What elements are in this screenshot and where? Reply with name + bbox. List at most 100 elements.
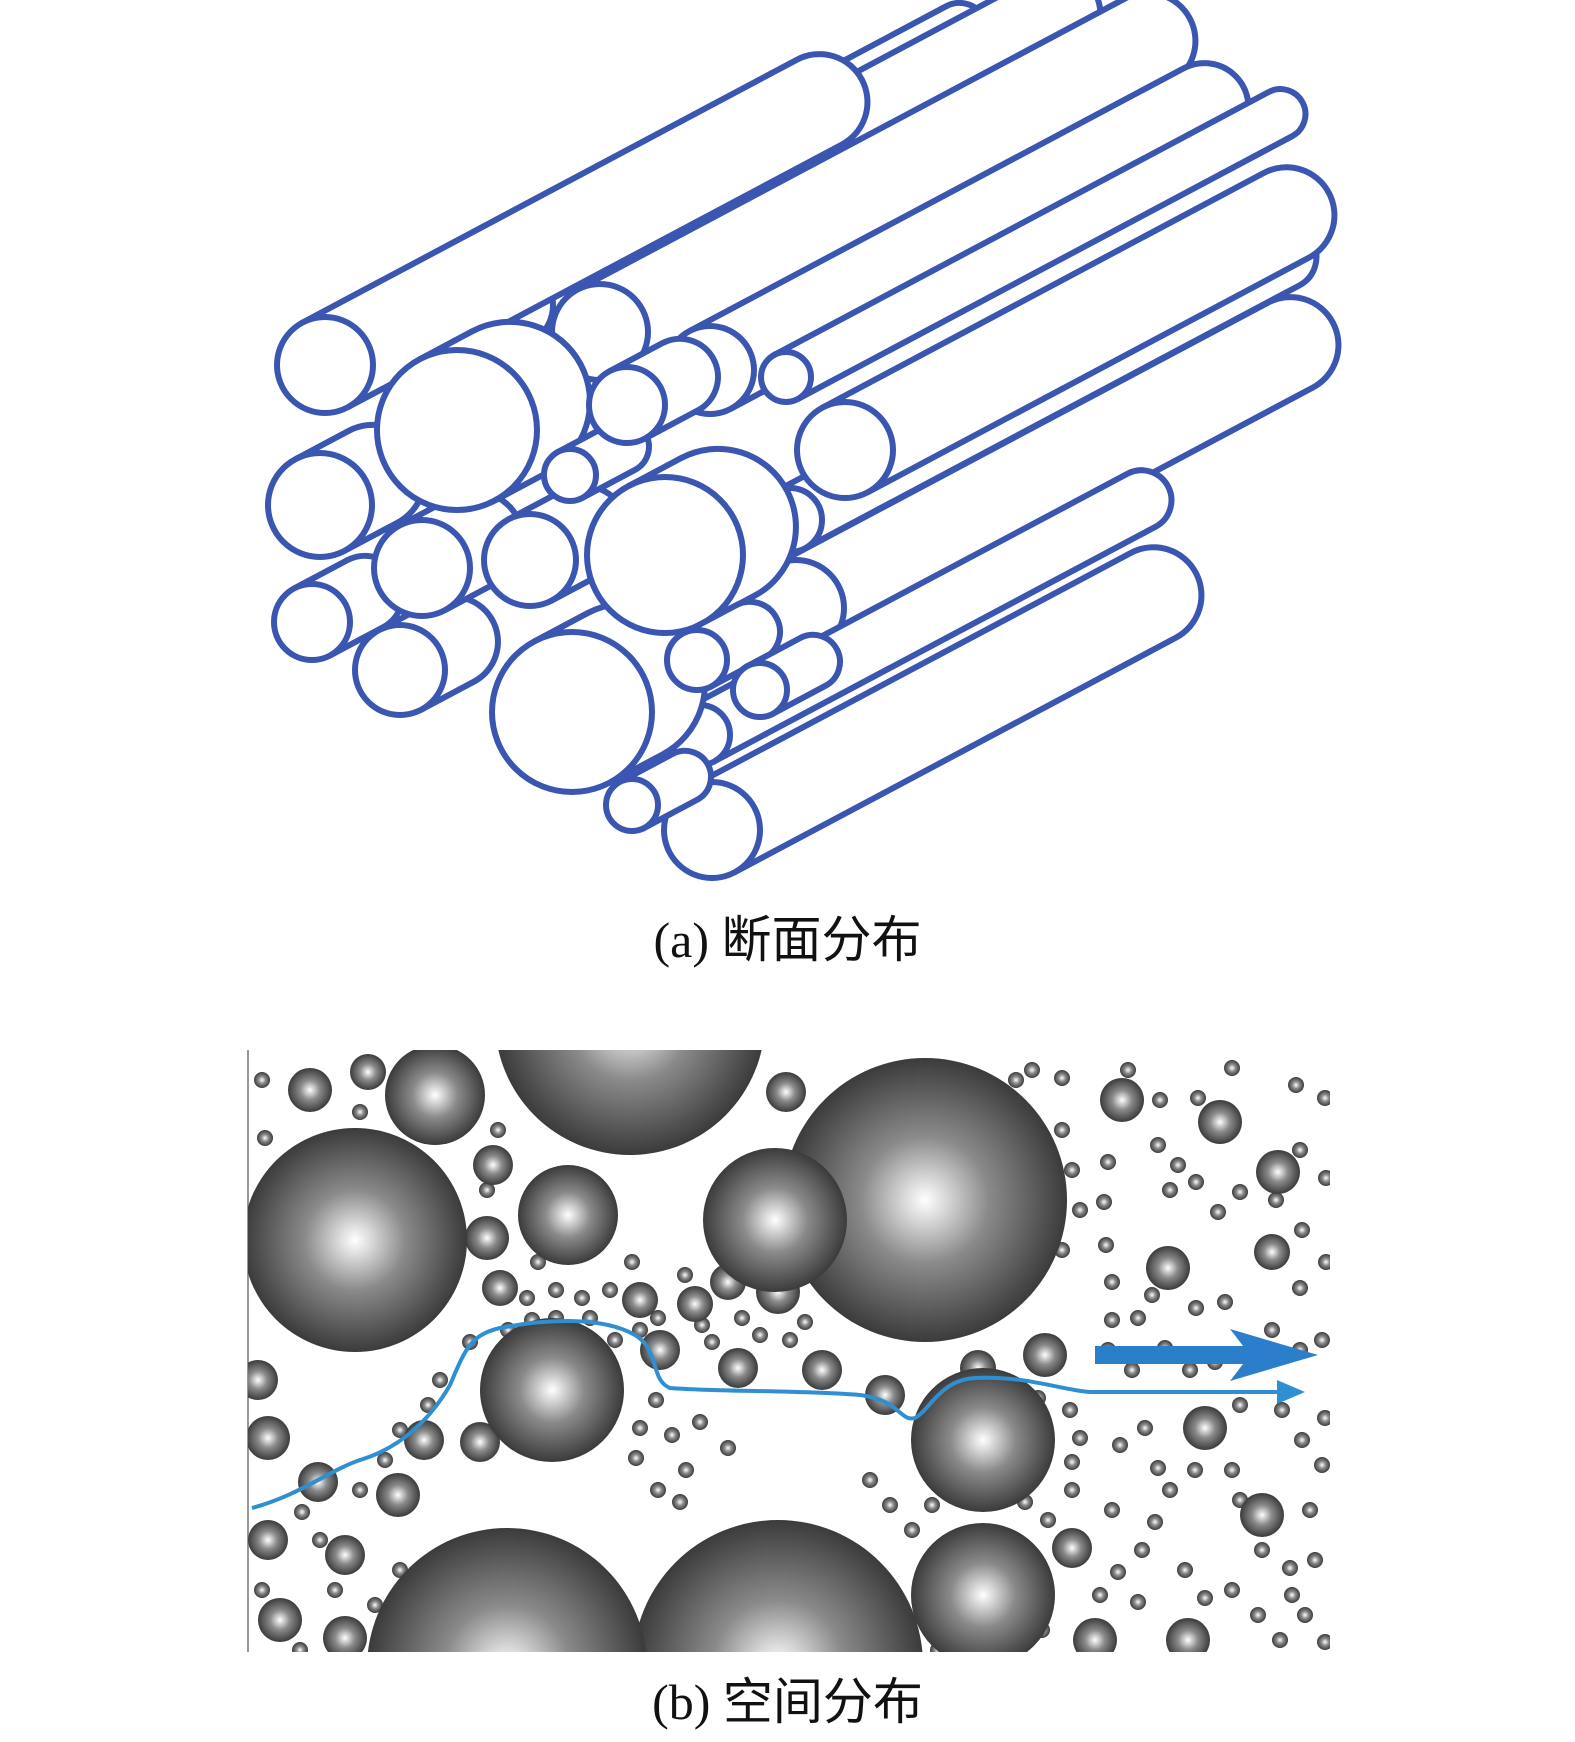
small-sphere <box>1166 1618 1210 1652</box>
tiny-sphere <box>650 1310 666 1326</box>
tiny-sphere <box>1264 1322 1280 1338</box>
small-sphere <box>677 1286 713 1322</box>
small-sphere <box>1240 1493 1284 1537</box>
tiny-sphere <box>602 1282 618 1298</box>
tiny-sphere <box>734 1310 750 1326</box>
tiny-sphere <box>294 1504 310 1520</box>
tiny-sphere <box>1054 1070 1070 1086</box>
small-sphere <box>1052 1528 1092 1568</box>
tiny-sphere <box>1170 1157 1186 1173</box>
tiny-sphere <box>692 1414 708 1430</box>
rod <box>586 335 721 446</box>
tiny-sphere <box>1210 1204 1226 1220</box>
tiny-sphere <box>1274 1402 1290 1418</box>
tiny-sphere <box>1187 1462 1203 1478</box>
tiny-sphere <box>432 1372 448 1388</box>
tiny-sphere <box>1232 1184 1248 1200</box>
small-sphere <box>248 1520 288 1560</box>
tiny-sphere <box>1150 1137 1166 1153</box>
tiny-sphere <box>797 1314 813 1330</box>
tiny-sphere <box>377 1452 393 1468</box>
flow-direction-arrow <box>1095 1329 1318 1381</box>
tiny-sphere <box>1130 1594 1146 1610</box>
small-sphere <box>350 1054 386 1090</box>
tiny-sphere <box>1162 1182 1178 1198</box>
tiny-sphere <box>1062 1402 1078 1418</box>
caption-b: (b) 空间分布 <box>652 1674 923 1730</box>
tiny-sphere <box>292 1642 308 1652</box>
tiny-sphere <box>1024 1062 1040 1078</box>
small-sphere <box>376 1473 420 1517</box>
large-sphere <box>480 1318 624 1462</box>
tiny-sphere <box>1317 1410 1330 1426</box>
tiny-sphere <box>650 1482 666 1498</box>
small-sphere <box>323 1616 367 1652</box>
tiny-sphere <box>312 1532 328 1548</box>
tiny-sphere <box>1134 1542 1150 1558</box>
tiny-sphere <box>1268 1192 1284 1208</box>
tiny-sphere <box>1292 1142 1308 1158</box>
tiny-sphere <box>704 1334 720 1350</box>
tiny-sphere <box>1100 1154 1116 1170</box>
tiny-sphere <box>1072 1430 1088 1446</box>
large-sphere <box>248 1128 467 1352</box>
small-sphere <box>248 1416 290 1460</box>
tiny-sphere <box>892 1652 908 1668</box>
small-sphere <box>404 1420 444 1460</box>
tiny-sphere <box>270 1660 286 1670</box>
rod <box>603 747 714 834</box>
tiny-sphere <box>1197 1590 1213 1606</box>
tiny-sphere <box>1098 1237 1114 1253</box>
large-sphere <box>385 1050 485 1145</box>
tiny-sphere <box>904 1522 920 1538</box>
tiny-sphere <box>782 1332 798 1348</box>
arrow-head <box>1230 1329 1318 1381</box>
small-sphere <box>460 1422 500 1462</box>
tiny-sphere <box>1224 1060 1240 1076</box>
tiny-sphere <box>672 1494 688 1510</box>
large-sphere <box>518 1165 618 1265</box>
tiny-sphere <box>1064 1162 1080 1178</box>
tiny-sphere <box>1096 1194 1112 1210</box>
tiny-sphere <box>677 1267 693 1283</box>
tiny-sphere <box>632 1420 648 1436</box>
tiny-sphere <box>1072 1202 1088 1218</box>
small-sphere <box>766 1072 806 1112</box>
small-sphere <box>1183 1406 1227 1450</box>
small-sphere <box>473 1145 513 1185</box>
large-sphere <box>633 1520 923 1652</box>
small-sphere <box>640 1330 680 1370</box>
tiny-sphere <box>720 1440 736 1456</box>
large-sphere <box>703 1148 847 1292</box>
tiny-sphere <box>1124 1362 1140 1378</box>
small-sphere <box>1256 1150 1300 1194</box>
tiny-sphere <box>624 1254 640 1270</box>
tiny-sphere <box>1162 1482 1178 1498</box>
tiny-sphere <box>1190 1090 1206 1106</box>
tiny-sphere <box>530 1254 546 1270</box>
tiny-sphere <box>1294 1432 1310 1448</box>
tiny-sphere <box>1317 1634 1330 1650</box>
small-sphere <box>865 1375 905 1415</box>
tiny-sphere <box>1318 1254 1330 1270</box>
tiny-sphere <box>1064 1454 1080 1470</box>
tiny-sphere <box>574 1290 590 1306</box>
tiny-sphere <box>664 1427 680 1443</box>
tiny-sphere <box>257 1130 273 1146</box>
large-sphere <box>367 1528 647 1652</box>
figure-a-rod-bundle <box>265 0 1342 881</box>
tiny-sphere <box>1008 1072 1024 1088</box>
tiny-sphere <box>1288 1077 1304 1093</box>
tiny-sphere <box>1232 1397 1248 1413</box>
small-sphere <box>465 1216 509 1260</box>
tiny-sphere <box>1217 1294 1233 1310</box>
tiny-sphere <box>1120 1062 1136 1078</box>
tiny-sphere <box>1314 1332 1330 1348</box>
rod <box>374 318 593 513</box>
tiny-sphere <box>1182 1362 1198 1378</box>
small-sphere <box>1023 1333 1067 1377</box>
tiny-sphere <box>1318 1170 1330 1186</box>
rod <box>794 164 1338 501</box>
tiny-sphere <box>1188 1174 1204 1190</box>
tiny-sphere <box>752 1327 768 1343</box>
